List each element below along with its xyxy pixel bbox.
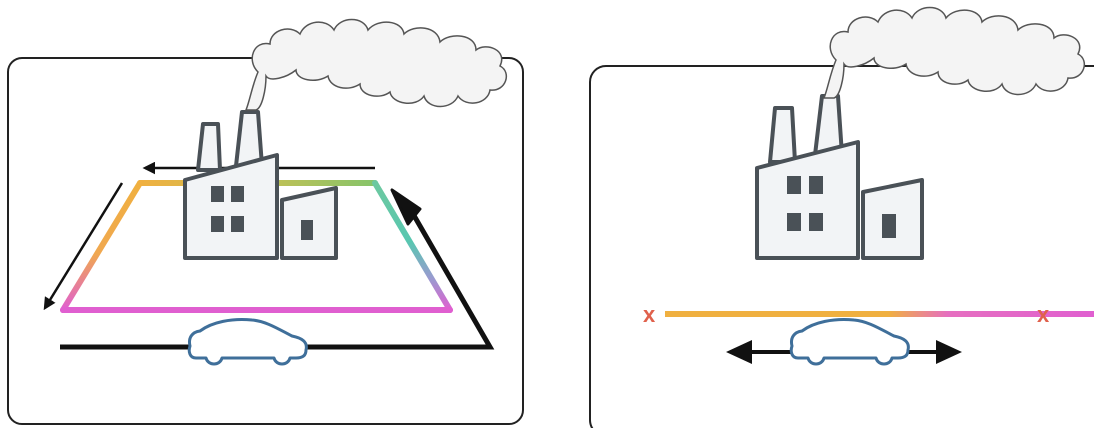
left-panel xyxy=(8,20,523,425)
right-end-marker: x xyxy=(1037,302,1050,327)
left-end-marker: x xyxy=(643,302,656,327)
right-panel: x x xyxy=(590,8,1094,428)
factory-window-icon xyxy=(809,176,823,194)
factory-window-icon xyxy=(211,186,224,202)
factory-window-icon xyxy=(787,213,801,231)
factory-door-icon xyxy=(301,220,313,240)
factory-window-icon xyxy=(787,176,801,194)
factory-window-icon xyxy=(231,216,244,232)
factory-door-icon xyxy=(882,214,896,238)
factory-window-icon xyxy=(211,216,224,232)
factory-window-icon xyxy=(809,213,823,231)
factory-window-icon xyxy=(231,186,244,202)
